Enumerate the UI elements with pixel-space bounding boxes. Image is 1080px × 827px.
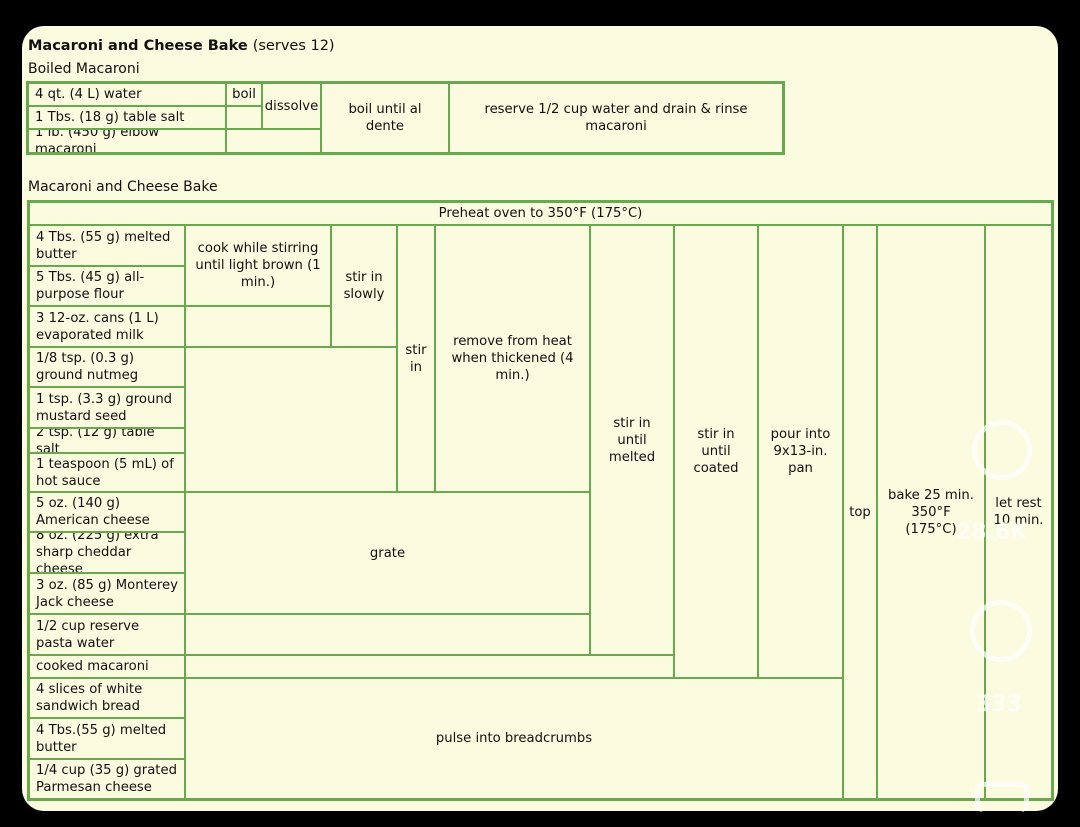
step-boil: boil (226, 83, 262, 106)
empty-cell (185, 347, 397, 492)
heart-icon[interactable] (972, 420, 1032, 480)
ingredient-monterey-jack: 3 oz. (85 g) Monterey Jack cheese (29, 573, 185, 614)
ingredient-hot-sauce: 1 teaspoon (5 mL) of hot sauce (29, 453, 185, 492)
ingredient-butter: 4 Tbs. (55 g) melted butter (29, 225, 185, 266)
step-stir-until-melted: stir in until melted (590, 225, 674, 655)
step-cook-stirring: cook while stirring until light brown (1… (185, 225, 331, 306)
ingredient-water: 4 qt. (4 L) water (28, 83, 226, 106)
ingredient-salt: 1 Tbs. (18 g) table salt (28, 106, 226, 129)
ingredient-pasta-water: 1/2 cup reserve pasta water (29, 614, 185, 655)
ingredient-parmesan: 1/4 cup (35 g) grated Parmesan cheese (29, 759, 185, 799)
step-reserve-drain: reserve 1/2 cup water and drain & rinse … (449, 83, 783, 153)
step-pulse-breadcrumbs: pulse into breadcrumbs (185, 678, 843, 799)
ingredient-cooked-macaroni: cooked macaroni (29, 655, 185, 678)
ingredient-mustard: 1 tsp. (3.3 g) ground mustard seed (29, 387, 185, 428)
ingredient-nutmeg: 1/8 tsp. (0.3 g) ground nutmeg (29, 347, 185, 387)
step-dissolve: dissolve (262, 83, 321, 129)
ingredient-cheddar-cheese: 8 oz. (225 g) extra sharp cheddar cheese (29, 532, 185, 573)
ingredient-bread: 4 slices of white sandwich bread (29, 678, 185, 718)
step-preheat: Preheat oven to 350°F (175°C) (29, 202, 1052, 225)
comment-icon[interactable] (970, 600, 1032, 662)
like-count: 28.6K (956, 520, 1028, 545)
step-let-rest: let rest 10 min. (985, 225, 1052, 799)
empty-cell (226, 129, 321, 153)
empty-cell (226, 106, 262, 129)
ingredient-flour: 5 Tbs. (45 g) all-purpose flour (29, 266, 185, 306)
comment-count: 333 (976, 692, 1022, 717)
ingredient-american-cheese: 5 oz. (140 g) American cheese (29, 492, 185, 532)
empty-cell (185, 306, 331, 347)
recipe-card: Macaroni and Cheese Bake (serves 12) Boi… (22, 26, 1058, 811)
step-boil-al-dente: boil until al dente (321, 83, 449, 153)
ingredient-butter-2: 4 Tbs.(55 g) melted butter (29, 718, 185, 759)
step-top: top (843, 225, 877, 799)
recipe-title: Macaroni and Cheese Bake (serves 12) (28, 38, 335, 54)
step-pour-into-pan: pour into 9x13-in. pan (758, 225, 843, 678)
step-stir-in: stir in (397, 225, 435, 492)
step-bake: bake 25 min. 350°F (175°C) (877, 225, 985, 799)
ingredient-salt: 2 tsp. (12 g) table salt (29, 428, 185, 453)
boiled-macaroni-heading: Boiled Macaroni (28, 61, 140, 77)
step-stir-slowly: stir in slowly (331, 225, 397, 347)
step-grate: grate (185, 492, 590, 614)
bake-heading: Macaroni and Cheese Bake (28, 179, 218, 195)
step-stir-until-coated: stir in until coated (674, 225, 758, 678)
share-icon[interactable] (975, 782, 1029, 812)
step-remove-from-heat: remove from heat when thickened (4 min.) (435, 225, 590, 492)
ingredient-macaroni: 1 lb. (450 g) elbow macaroni (28, 129, 226, 153)
ingredient-milk: 3 12-oz. cans (1 L) evaporated milk (29, 306, 185, 347)
empty-cell (185, 655, 674, 678)
empty-cell (185, 614, 590, 655)
